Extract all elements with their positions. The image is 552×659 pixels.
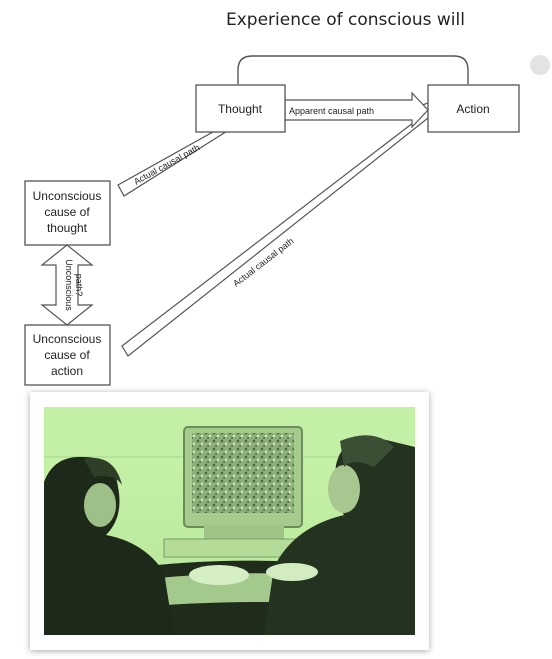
label-thought: Thought bbox=[218, 102, 263, 116]
conscious-will-diagram: Thought Action Unconscious cause of thou… bbox=[24, 55, 520, 386]
node-unconscious-action bbox=[24, 324, 111, 386]
nav-dot-icon[interactable] bbox=[530, 55, 550, 75]
node-thought bbox=[195, 84, 286, 133]
experiment-photo-frame bbox=[30, 392, 429, 650]
node-unconscious-thought bbox=[24, 180, 111, 246]
label-unconscious-thought-2: cause of bbox=[44, 205, 90, 219]
label-unconscious-action-1: Unconscious bbox=[33, 332, 102, 346]
experience-bracket bbox=[237, 55, 469, 84]
arrow-actual-to-action bbox=[121, 99, 437, 357]
label-unconscious-action-2: cause of bbox=[44, 348, 90, 362]
label-actual-to-thought: Actual causal path bbox=[132, 142, 201, 186]
label-apparent-path: Apparent causal path bbox=[289, 106, 374, 116]
node-action bbox=[427, 84, 520, 133]
experiment-photo-icon bbox=[44, 407, 415, 635]
label-action: Action bbox=[456, 102, 489, 116]
label-unconscious-action-3: action bbox=[51, 364, 83, 378]
label-unconscious-thought-3: thought bbox=[47, 221, 88, 235]
label-unconscious-path-2: path? bbox=[74, 274, 84, 297]
arrow-apparent bbox=[284, 91, 429, 129]
page-title: Experience of conscious will bbox=[226, 10, 465, 30]
label-unconscious-thought-1: Unconscious bbox=[33, 189, 102, 203]
label-unconscious-path-1: Unconscious bbox=[64, 259, 74, 311]
